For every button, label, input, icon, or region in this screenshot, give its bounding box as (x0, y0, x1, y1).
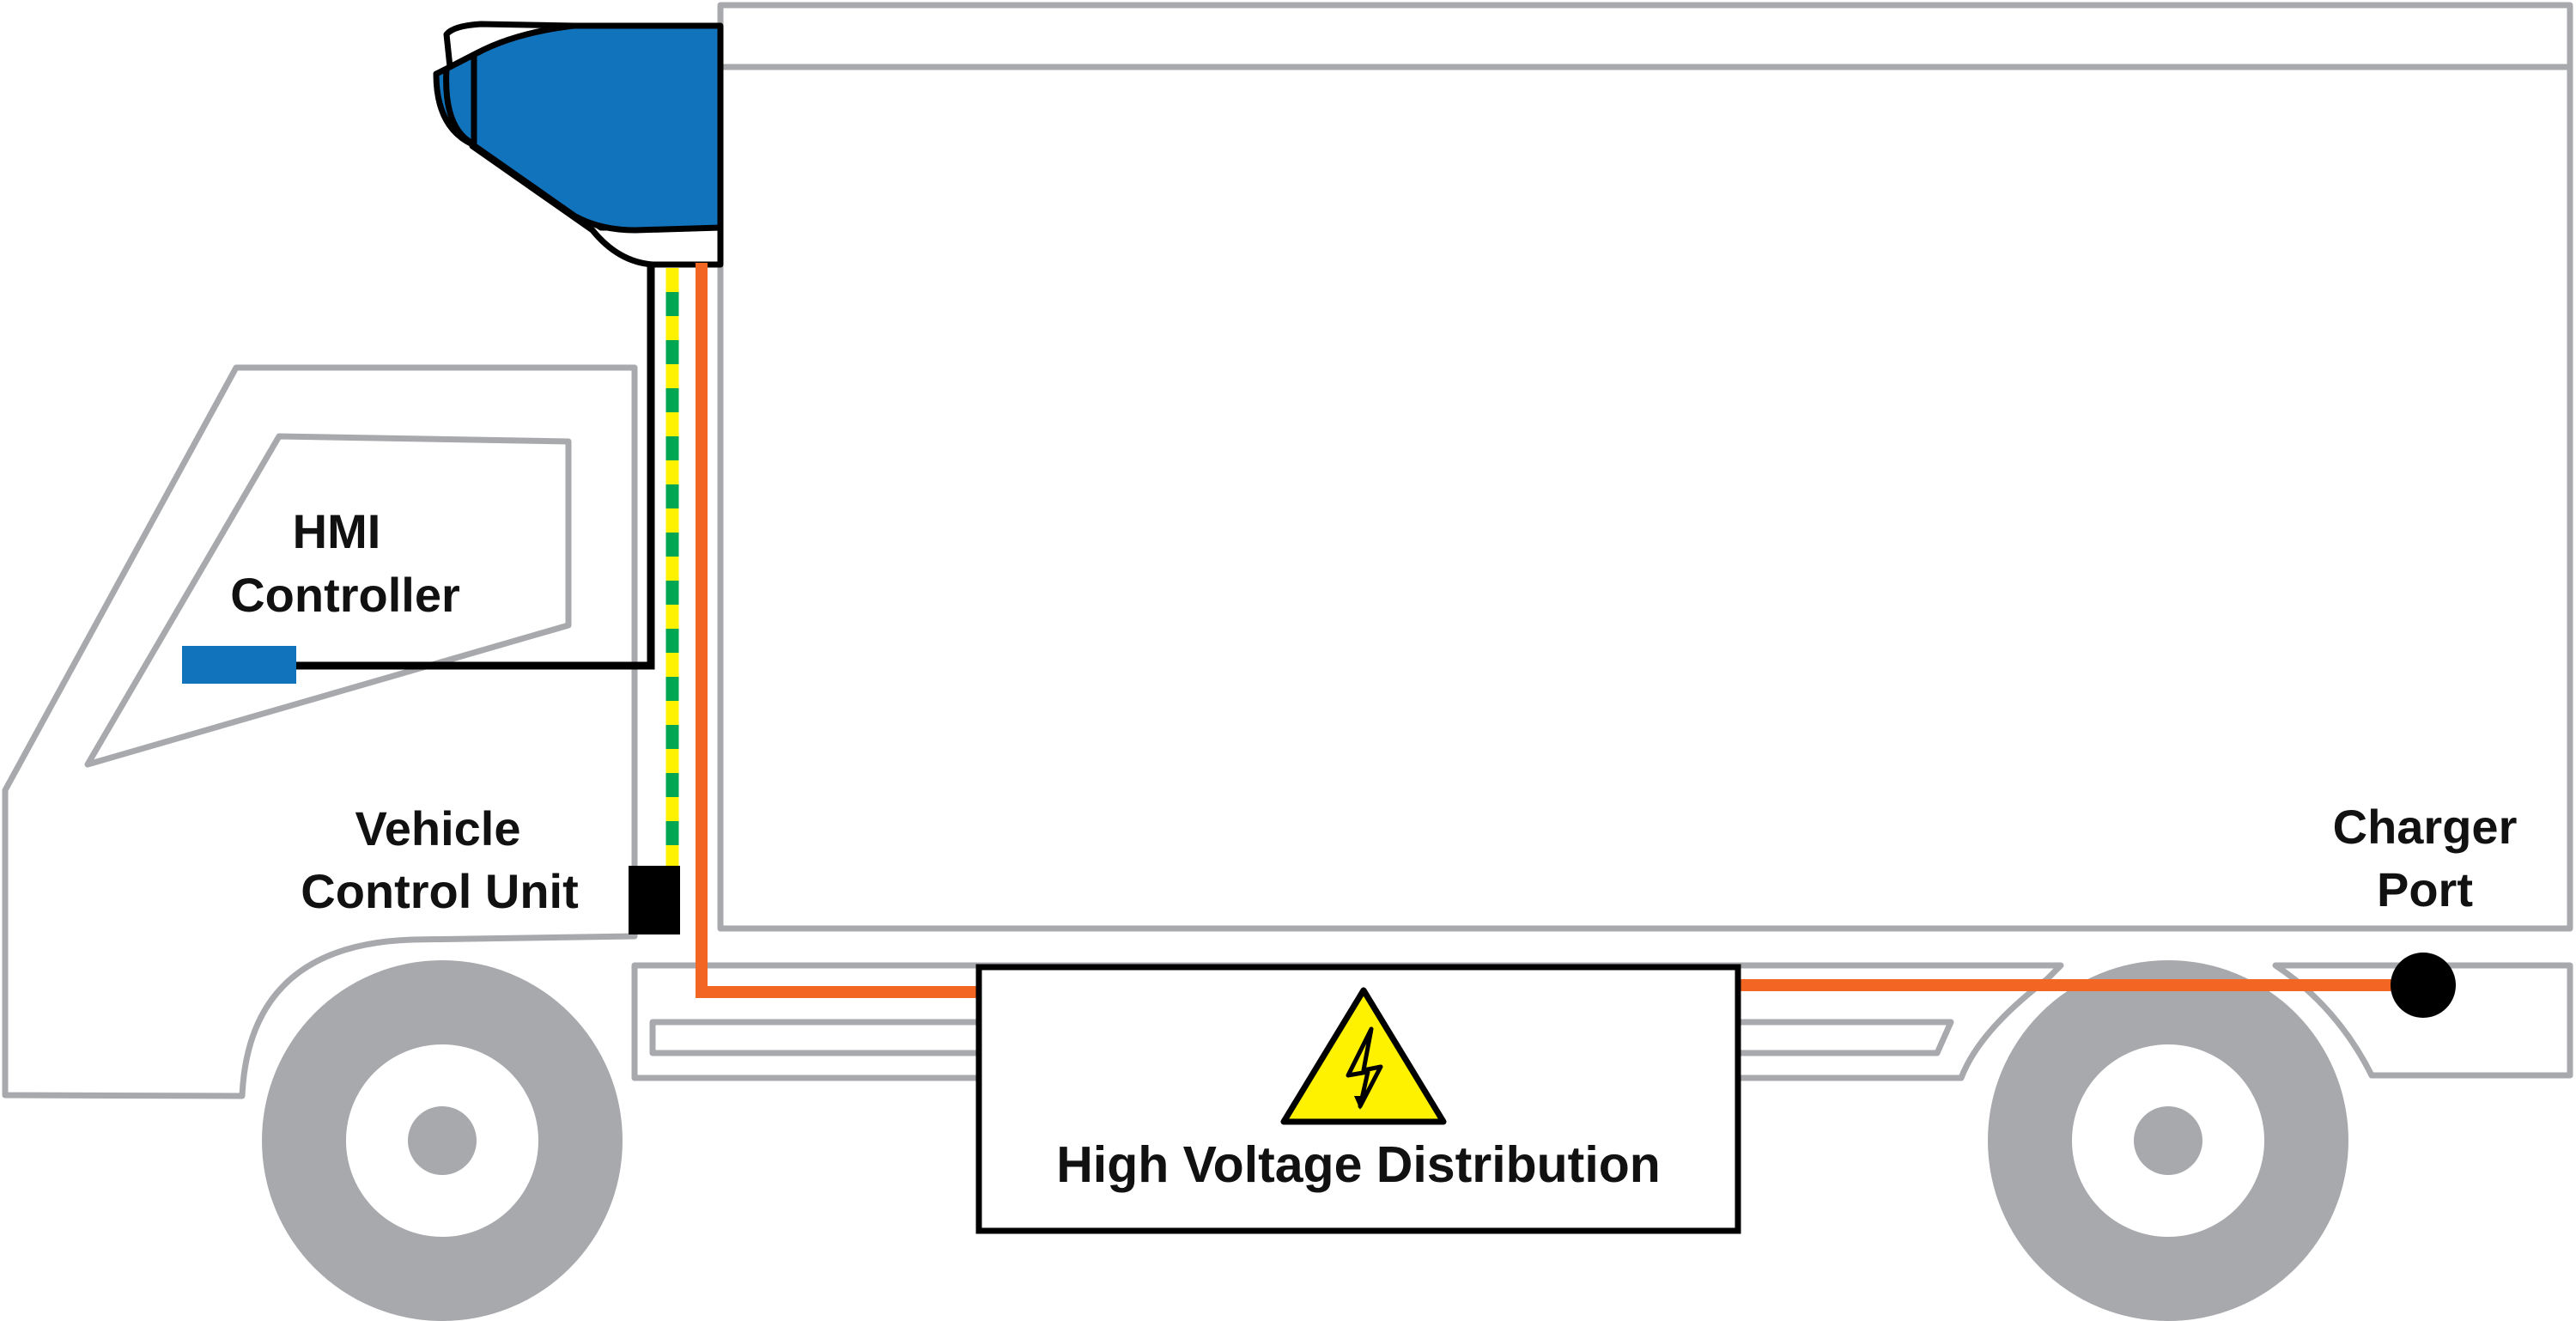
cables (296, 263, 2423, 998)
refrigeration-unit (433, 21, 724, 268)
vcu-label-line2: Control Unit (301, 864, 578, 918)
charger-label-line2: Port (2377, 862, 2473, 916)
hmi-controller-label: HMI Controller (230, 504, 460, 622)
cab-window (84, 433, 572, 768)
cab (2, 364, 638, 1099)
rear-bumper (2272, 962, 2573, 1079)
hv-box-label: High Voltage Distribution (1056, 1136, 1661, 1193)
refrigeration-unit-body (433, 22, 724, 234)
refrigeration-unit-top-cap (443, 21, 574, 68)
hmi-label-line1: HMI (293, 504, 381, 558)
hmi-controller (182, 646, 296, 684)
refrigeration-unit-front-line (443, 68, 476, 148)
refrigeration-unit-lower-shroud (469, 143, 724, 268)
vehicle-control-unit (629, 866, 680, 934)
cargo-box (717, 2, 2573, 932)
charger-label-line1: Charger (2333, 800, 2518, 854)
charger-port (2391, 953, 2456, 1018)
front-wheel (262, 960, 623, 1321)
charger-port-label: Charger Port (2333, 800, 2518, 916)
vehicle-control-unit-label: Vehicle Control Unit (301, 801, 578, 918)
cargo-box-body (717, 2, 2573, 932)
high-voltage-warning-icon (1280, 987, 1447, 1125)
high-voltage-distribution-box: High Voltage Distribution (975, 964, 1741, 1234)
signal-cable (296, 266, 655, 670)
cab-body (2, 364, 638, 1099)
high-voltage-cable-front (696, 263, 979, 998)
rear-wheel (1988, 960, 2348, 1321)
hmi-label-line2: Controller (230, 568, 460, 622)
vcu-label-line1: Vehicle (355, 801, 520, 855)
